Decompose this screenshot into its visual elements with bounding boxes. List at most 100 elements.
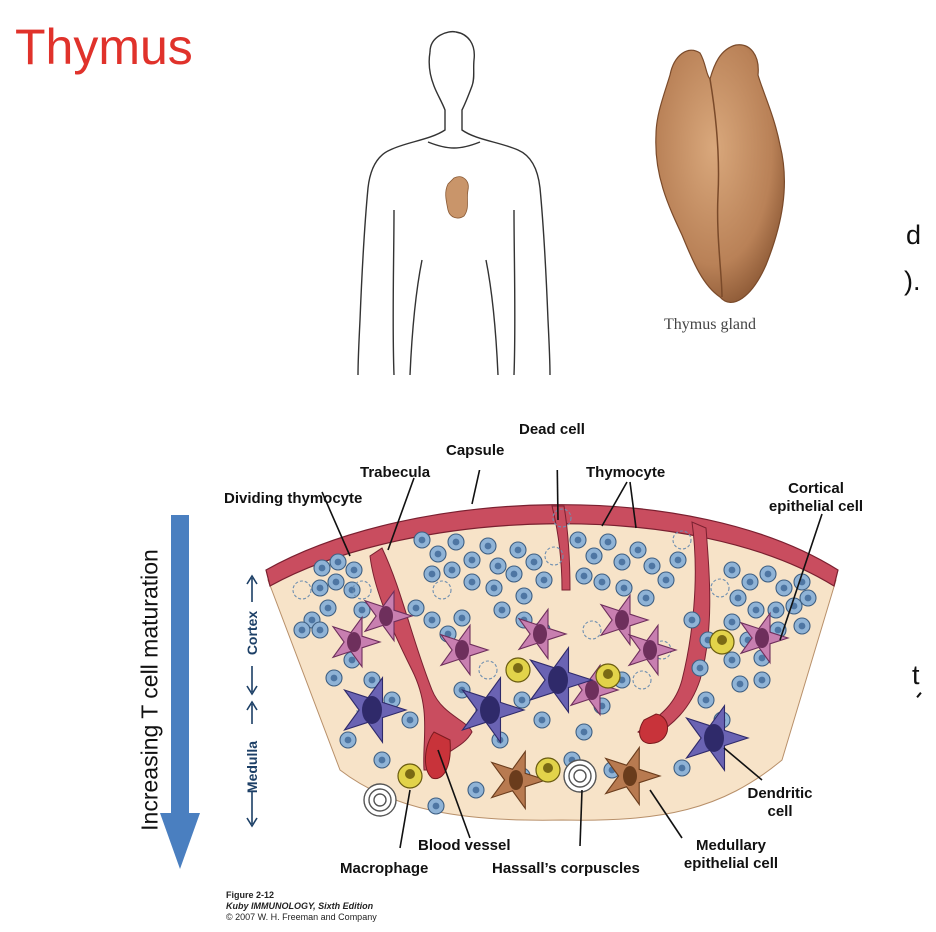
label-medullary-epithelial-cell: Medullary epithelial cell bbox=[666, 837, 796, 873]
thymocyte-nucleus bbox=[412, 604, 420, 612]
label-line: epithelial cell bbox=[768, 498, 864, 515]
medulla-label: Medulla bbox=[244, 740, 260, 794]
thymocyte-nucleus bbox=[590, 552, 598, 560]
thymocyte-nucleus bbox=[728, 566, 736, 574]
trabecula bbox=[551, 505, 571, 591]
thymocyte-nucleus bbox=[728, 618, 736, 626]
label-hassalls-corpuscles: Hassall’s corpuscles bbox=[492, 860, 640, 877]
label-line: Medullary bbox=[695, 837, 767, 854]
thymus-gland-image bbox=[655, 44, 785, 303]
thymus-lobule-diagram bbox=[265, 470, 839, 849]
thymocyte-nucleus bbox=[518, 696, 526, 704]
thymocyte-nucleus bbox=[490, 584, 498, 592]
thymocyte-nucleus bbox=[448, 566, 456, 574]
label-dividing-thymocyte: Dividing thymocyte bbox=[224, 490, 363, 507]
thymocyte-nucleus bbox=[468, 578, 476, 586]
thymocyte-nucleus bbox=[428, 570, 436, 578]
thymocyte-nucleus bbox=[678, 764, 686, 772]
thymocyte-nucleus bbox=[316, 584, 324, 592]
thymocyte-nucleus bbox=[432, 802, 440, 810]
label-capsule: Capsule bbox=[446, 442, 505, 459]
thymus-in-body bbox=[445, 176, 469, 219]
figure-caption: Figure 2-12 Kuby IMMUNOLOGY, Sixth Editi… bbox=[226, 890, 377, 923]
thymocyte-nucleus bbox=[780, 584, 788, 592]
thymocyte-nucleus bbox=[674, 556, 682, 564]
thymocyte-nucleus bbox=[468, 556, 476, 564]
dead-cell bbox=[544, 546, 564, 566]
thymocyte-nucleus bbox=[758, 654, 766, 662]
thymocyte-nucleus bbox=[498, 606, 506, 614]
label-thymocyte: Thymocyte bbox=[586, 464, 666, 481]
thymocyte-nucleus bbox=[752, 606, 760, 614]
thymocyte-nucleus bbox=[452, 538, 460, 546]
macrophage-inclusion bbox=[717, 635, 727, 645]
figure-copyright: © 2007 W. H. Freeman and Company bbox=[226, 912, 377, 922]
maturation-arrow bbox=[160, 515, 200, 869]
thymocyte-nucleus bbox=[604, 538, 612, 546]
thymocyte-nucleus bbox=[648, 562, 656, 570]
label-line: Cortical bbox=[788, 480, 844, 497]
thymocyte-nucleus bbox=[772, 606, 780, 614]
thymocyte-nucleus bbox=[580, 572, 588, 580]
thymocyte-nucleus bbox=[358, 606, 366, 614]
label-dendritic-cell: Dendritic cell bbox=[730, 785, 830, 821]
dendritic-nucleus bbox=[704, 724, 724, 752]
thymocyte-nucleus bbox=[308, 616, 316, 624]
thymocyte-nucleus bbox=[618, 558, 626, 566]
hassalls-corpuscle bbox=[373, 793, 387, 807]
body-outline-figure bbox=[357, 30, 551, 375]
cortical-epithelial-nucleus bbox=[455, 640, 469, 660]
thymocyte-nucleus bbox=[444, 630, 452, 638]
thymocyte-nucleus bbox=[530, 558, 538, 566]
cortical-epithelial-nucleus bbox=[615, 610, 629, 630]
thymocyte-nucleus bbox=[472, 786, 480, 794]
thymocyte-nucleus bbox=[736, 680, 744, 688]
thymocyte-nucleus bbox=[580, 728, 588, 736]
dendritic-nucleus bbox=[548, 666, 568, 694]
dead-cell bbox=[632, 670, 652, 690]
macrophage-inclusion bbox=[405, 769, 415, 779]
thymocyte-nucleus bbox=[428, 616, 436, 624]
thymocyte-nucleus bbox=[734, 594, 742, 602]
thymocyte-nucleus bbox=[620, 584, 628, 592]
dead-cell bbox=[582, 620, 602, 640]
macrophage-inclusion bbox=[543, 763, 553, 773]
medullary-epithelial-nucleus bbox=[623, 766, 637, 786]
dead-cell bbox=[552, 508, 572, 528]
dendritic-nucleus bbox=[480, 696, 500, 724]
text-fragment: d bbox=[906, 220, 922, 250]
gland-caption: Thymus gland bbox=[664, 316, 756, 333]
label-trabecula: Trabecula bbox=[360, 464, 431, 481]
cortical-epithelial-nucleus bbox=[533, 624, 547, 644]
thymocyte-nucleus bbox=[758, 676, 766, 684]
label-dead-cell: Dead cell bbox=[519, 421, 585, 438]
thymocyte-nucleus bbox=[510, 570, 518, 578]
cells-layer bbox=[292, 508, 817, 817]
thymocyte-nucleus bbox=[798, 622, 806, 630]
thymocyte-nucleus bbox=[540, 576, 548, 584]
thymocyte-nucleus bbox=[688, 616, 696, 624]
cortex-label: Cortex bbox=[244, 610, 260, 656]
thymocyte-nucleus bbox=[598, 578, 606, 586]
cortical-epithelial-nucleus bbox=[585, 680, 599, 700]
thymocyte-nucleus bbox=[804, 594, 812, 602]
thymocyte-nucleus bbox=[696, 664, 704, 672]
thymocyte-nucleus bbox=[520, 592, 528, 600]
thymocyte-nucleus bbox=[702, 696, 710, 704]
cortical-epithelial-nucleus bbox=[755, 628, 769, 648]
cortical-epithelial-nucleus bbox=[643, 640, 657, 660]
text-fragment-mark bbox=[916, 692, 922, 698]
thymocyte-nucleus bbox=[388, 696, 396, 704]
thymocyte-nucleus bbox=[484, 542, 492, 550]
page-title: Thymus bbox=[15, 19, 193, 75]
hassalls-corpuscle bbox=[568, 764, 592, 788]
thymus-lobe-division bbox=[709, 78, 723, 298]
body-outline bbox=[357, 30, 551, 375]
thymocyte-nucleus bbox=[324, 604, 332, 612]
dead-cell bbox=[710, 578, 730, 598]
dead-cell bbox=[432, 580, 452, 600]
thymocyte-nucleus bbox=[318, 564, 326, 572]
thymocyte-nucleus bbox=[332, 578, 340, 586]
macrophage-inclusion bbox=[513, 663, 523, 673]
cortical-epithelial-nucleus bbox=[347, 632, 361, 652]
